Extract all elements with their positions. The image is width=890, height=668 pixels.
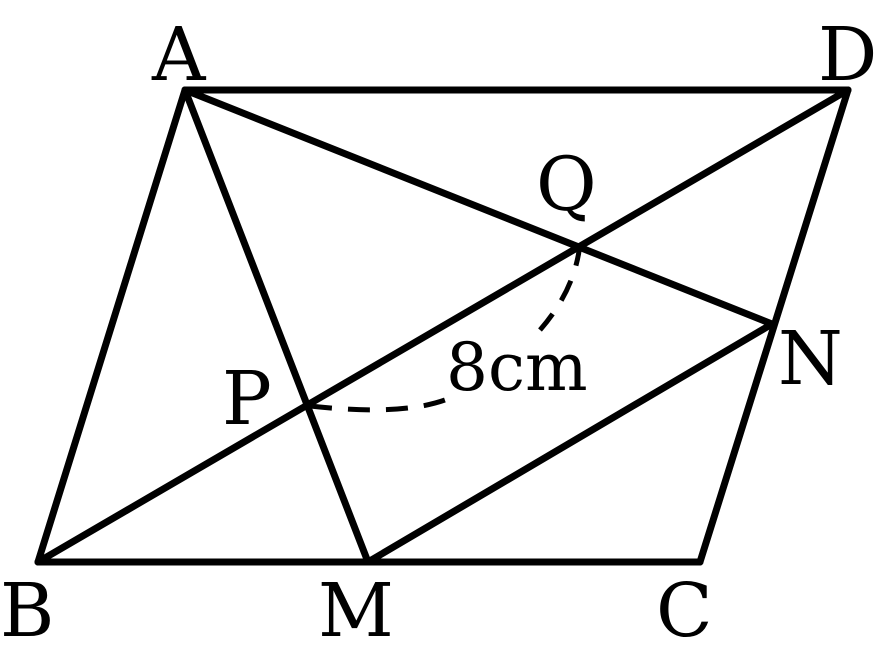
label-m: M (318, 568, 394, 654)
segment-an (181, 86, 776, 328)
measurement-label: 8cm (446, 329, 588, 406)
label-p: P (222, 356, 272, 442)
segment-ab (34, 86, 189, 566)
label-b: B (0, 568, 54, 654)
segment-am (181, 86, 372, 566)
label-n: N (778, 316, 843, 402)
label-q: Q (536, 142, 597, 228)
label-d: D (818, 12, 877, 98)
measurement-arc-left (309, 397, 446, 413)
label-c: C (656, 568, 713, 654)
label-a: A (151, 12, 207, 98)
segment-bd (34, 86, 852, 566)
measurement-arc-right (538, 243, 583, 332)
segment-mn (364, 320, 776, 566)
